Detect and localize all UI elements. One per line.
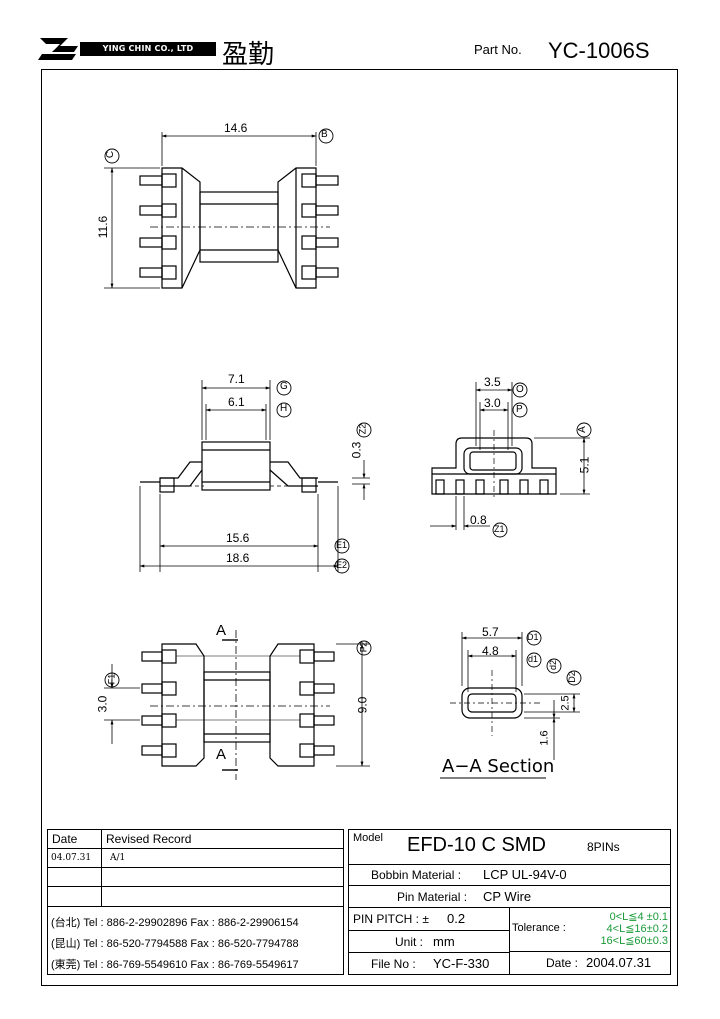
dim-z2: 0.3 (349, 441, 364, 459)
file-value: YC-F-330 (433, 956, 490, 971)
title-header: YING CHIN CO., LTD 盈勤 Part No. YC-1006S (0, 0, 720, 70)
tag-e1: E1 (336, 540, 348, 550)
tag-d1-lower: d1 (528, 654, 539, 664)
pin-material-value: CP Wire (483, 889, 532, 904)
pin-material-label: Pin Material : (397, 890, 468, 904)
tag-g: G (280, 381, 288, 392)
dim-z1: 0.8 (470, 513, 487, 527)
tag-a: A (576, 426, 588, 433)
dim-top-width: 14.6 (224, 121, 248, 135)
bottom-view (104, 630, 372, 780)
dim-h: 6.1 (228, 395, 245, 409)
tolerance-3: 16<L≦60±0.3 (600, 935, 668, 947)
record-date-3 (48, 887, 102, 907)
dim-d2: 2.5 (559, 695, 572, 711)
contact-dongguan: (東莞) Tel : 86-769-5549610 Fax : 86-769-5… (51, 959, 299, 971)
bobbin-value: LCP UL-94V-0 (483, 867, 567, 882)
pin-material-row: Pin Material : CP Wire (349, 886, 670, 908)
company-name-en: YING CHIN CO., LTD (80, 42, 216, 56)
dim-top-height: 11.6 (96, 215, 111, 239)
tag-d2-upper: D2 (566, 671, 577, 683)
drawing-frame (41, 69, 678, 986)
pitch-label: PIN PITCH : ± (353, 912, 429, 926)
tolerance-1: 0<L≦4 ±0.1 (609, 911, 668, 923)
tag-o: O (516, 384, 524, 395)
record-date-1: 04.07.31 (48, 849, 102, 868)
top-view (104, 128, 339, 289)
dim-g: 7.1 (228, 372, 245, 386)
tag-c: C (105, 150, 117, 159)
unit-label: Unit : (395, 935, 424, 949)
tag-z1: Z1 (494, 524, 505, 534)
company-logo (38, 38, 78, 60)
bobbin-row: Bobbin Material : LCP UL-94V-0 (349, 864, 670, 886)
dim-section-height: 1.6 (538, 730, 551, 746)
record-date-2 (48, 868, 102, 887)
contact-taipei: (台北) Tel : 886-2-29902896 Fax : 886-2-29… (51, 917, 299, 929)
bobbin-label: Bobbin Material : (371, 868, 462, 882)
section-marker-bottom: A (216, 746, 227, 763)
section-view (440, 630, 582, 779)
pitch-value: 0.2 (447, 911, 466, 926)
date-block: Date : 2004.07.31 (510, 952, 670, 974)
part-no-label: Part No. (474, 42, 522, 57)
model-label: Model (353, 832, 383, 844)
contact-kunshan: (昆山) Tel : 86-520-7794588 Fax : 86-520-7… (51, 938, 299, 950)
tolerance-2: 4<L≦16±0.2 (606, 923, 668, 935)
pins-count: 8PINs (587, 840, 620, 854)
dim-f2: 9.0 (355, 696, 370, 714)
tag-h: H (280, 403, 288, 414)
pitch-block: PIN PITCH : ± 0.2 Unit : mm File No : YC… (349, 908, 510, 974)
record-header: Revised Record (102, 830, 343, 849)
tolerance-block: Tolerance : 0<L≦4 ±0.1 4<L≦16±0.2 16<L≦6… (510, 908, 670, 952)
spec-table: Model EFD-10 C SMD 8PINs Bobbin Material… (348, 829, 671, 975)
company-name-cn: 盈勤 (222, 40, 275, 70)
tag-b: B (321, 129, 328, 140)
record-text-1: A/1 (102, 849, 343, 868)
date-value: 2004.07.31 (586, 955, 652, 970)
section-marker-top: A (216, 622, 227, 639)
date-header: Date (48, 830, 102, 849)
tag-p: P (516, 404, 523, 415)
dim-e2: 18.6 (226, 551, 250, 565)
tag-f1: F1 (106, 673, 117, 685)
dim-f1: 3.0 (95, 695, 110, 713)
tag-e2: E2 (336, 560, 348, 570)
dim-a: 5.1 (577, 456, 592, 474)
tag-d1-upper: D1 (527, 632, 539, 642)
record-text-2 (102, 868, 343, 887)
dim-p: 3.0 (484, 396, 501, 410)
tag-f2: F2 (358, 641, 369, 653)
section-title: A−A Section (442, 756, 555, 777)
side-view (139, 380, 372, 574)
dim-e1: 15.6 (226, 531, 250, 545)
model-value: EFD-10 C SMD (407, 834, 546, 856)
tag-d2-lower: d2 (548, 659, 559, 671)
unit-value: mm (433, 934, 455, 949)
tolerance-label: Tolerance : (512, 922, 566, 934)
revision-record-table: Date Revised Record 04.07.31 A/1 (台北) Te… (47, 829, 344, 975)
tag-z2: Z2 (357, 423, 368, 435)
dim-d1: 5.7 (482, 625, 499, 639)
dim-o: 3.5 (484, 375, 501, 389)
date-label: Date : (546, 956, 579, 970)
dim-dd1: 4.8 (482, 644, 499, 658)
record-text-3 (102, 887, 343, 907)
end-view (430, 382, 592, 538)
part-no-value: YC-1006S (548, 38, 650, 63)
file-label: File No : (371, 957, 416, 971)
